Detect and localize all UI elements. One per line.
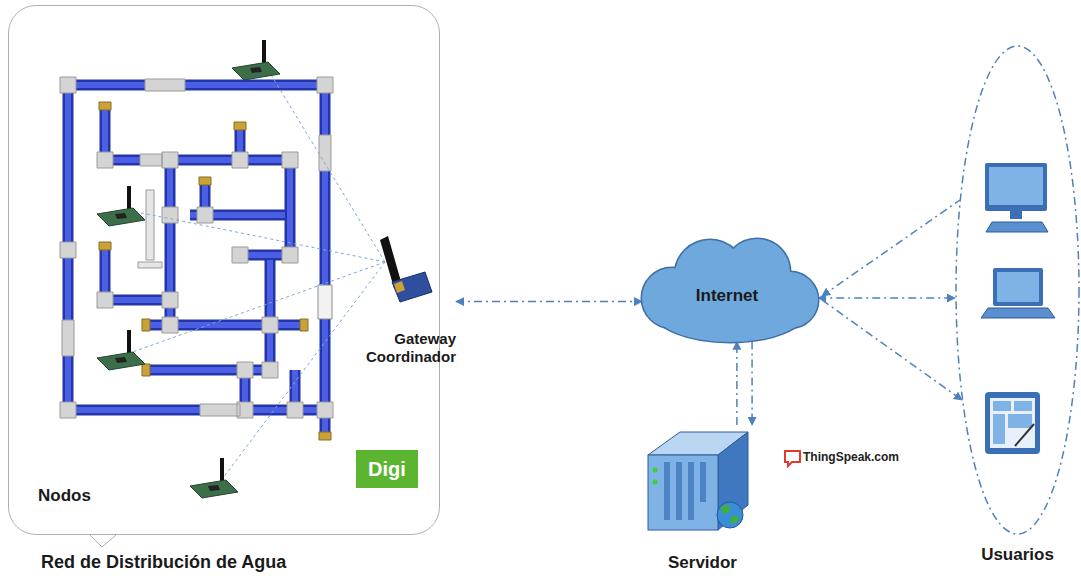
network-region: Gateway CoordinadorNodosRed de Distribuc…	[8, 5, 440, 535]
node-label: Red de Distribución de Agua	[41, 552, 286, 574]
logo-box	[356, 450, 418, 488]
gateway-coordinator: Gateway Coordinador	[341, 231, 456, 366]
globe-land	[721, 505, 739, 524]
server-bays	[664, 462, 706, 520]
connector-arrow	[751, 342, 753, 425]
gateway-connector	[394, 281, 405, 293]
sensor-board	[97, 186, 145, 226]
user-link	[822, 200, 962, 400]
chip	[250, 67, 262, 73]
laptop-screen	[993, 268, 1043, 306]
server-side	[718, 432, 748, 530]
server-light	[653, 468, 658, 473]
sensor-board	[232, 40, 280, 80]
antenna	[127, 186, 131, 210]
antenna	[127, 330, 131, 354]
chip	[115, 213, 127, 219]
connector-arrow	[736, 342, 738, 425]
board	[97, 352, 145, 370]
tablet	[985, 392, 1040, 454]
group-ellipse	[956, 46, 1079, 534]
tablet-ui	[993, 401, 1032, 444]
callout-pointer	[90, 535, 116, 547]
keyboard	[986, 222, 1048, 232]
sensor-board	[190, 458, 238, 498]
pipe-ends	[99, 102, 331, 440]
node-label: Nodos	[38, 486, 91, 506]
server: Servidor	[640, 425, 765, 575]
laptop-display	[997, 272, 1039, 302]
users-group: Usuarios	[955, 45, 1080, 535]
node-label: Usuarios	[955, 545, 1080, 565]
wireless-links	[127, 60, 385, 482]
node-label: Servidor	[640, 553, 765, 573]
board	[190, 480, 238, 498]
desktop-screen	[985, 163, 1047, 211]
desktop-stand	[1010, 211, 1022, 219]
desktop-display	[989, 167, 1043, 205]
globe	[717, 502, 743, 528]
ellipse-shape	[955, 45, 1080, 535]
gateway-board	[392, 272, 432, 302]
board	[232, 62, 280, 80]
brand-label: ThingSpeak.com	[803, 450, 899, 464]
node-label: Internet	[632, 286, 822, 306]
chip	[208, 485, 220, 491]
tablet-display	[990, 398, 1035, 448]
faucet	[138, 190, 162, 268]
stylus	[1015, 424, 1034, 446]
node-label: Gateway Coordinador	[341, 330, 456, 366]
chip	[115, 357, 127, 363]
logo-text: Digi	[356, 457, 418, 481]
connector-arrow	[818, 297, 955, 299]
antenna	[262, 40, 266, 64]
server-front	[648, 455, 718, 530]
server-light	[653, 480, 658, 485]
internet-cloud: Internet	[632, 230, 822, 350]
brand-icon	[785, 451, 800, 466]
valve	[318, 285, 332, 319]
laptop-base	[981, 308, 1055, 318]
connector-arrow	[456, 301, 642, 303]
sensor-board	[97, 330, 145, 370]
antenna	[220, 458, 224, 482]
board	[97, 208, 145, 226]
